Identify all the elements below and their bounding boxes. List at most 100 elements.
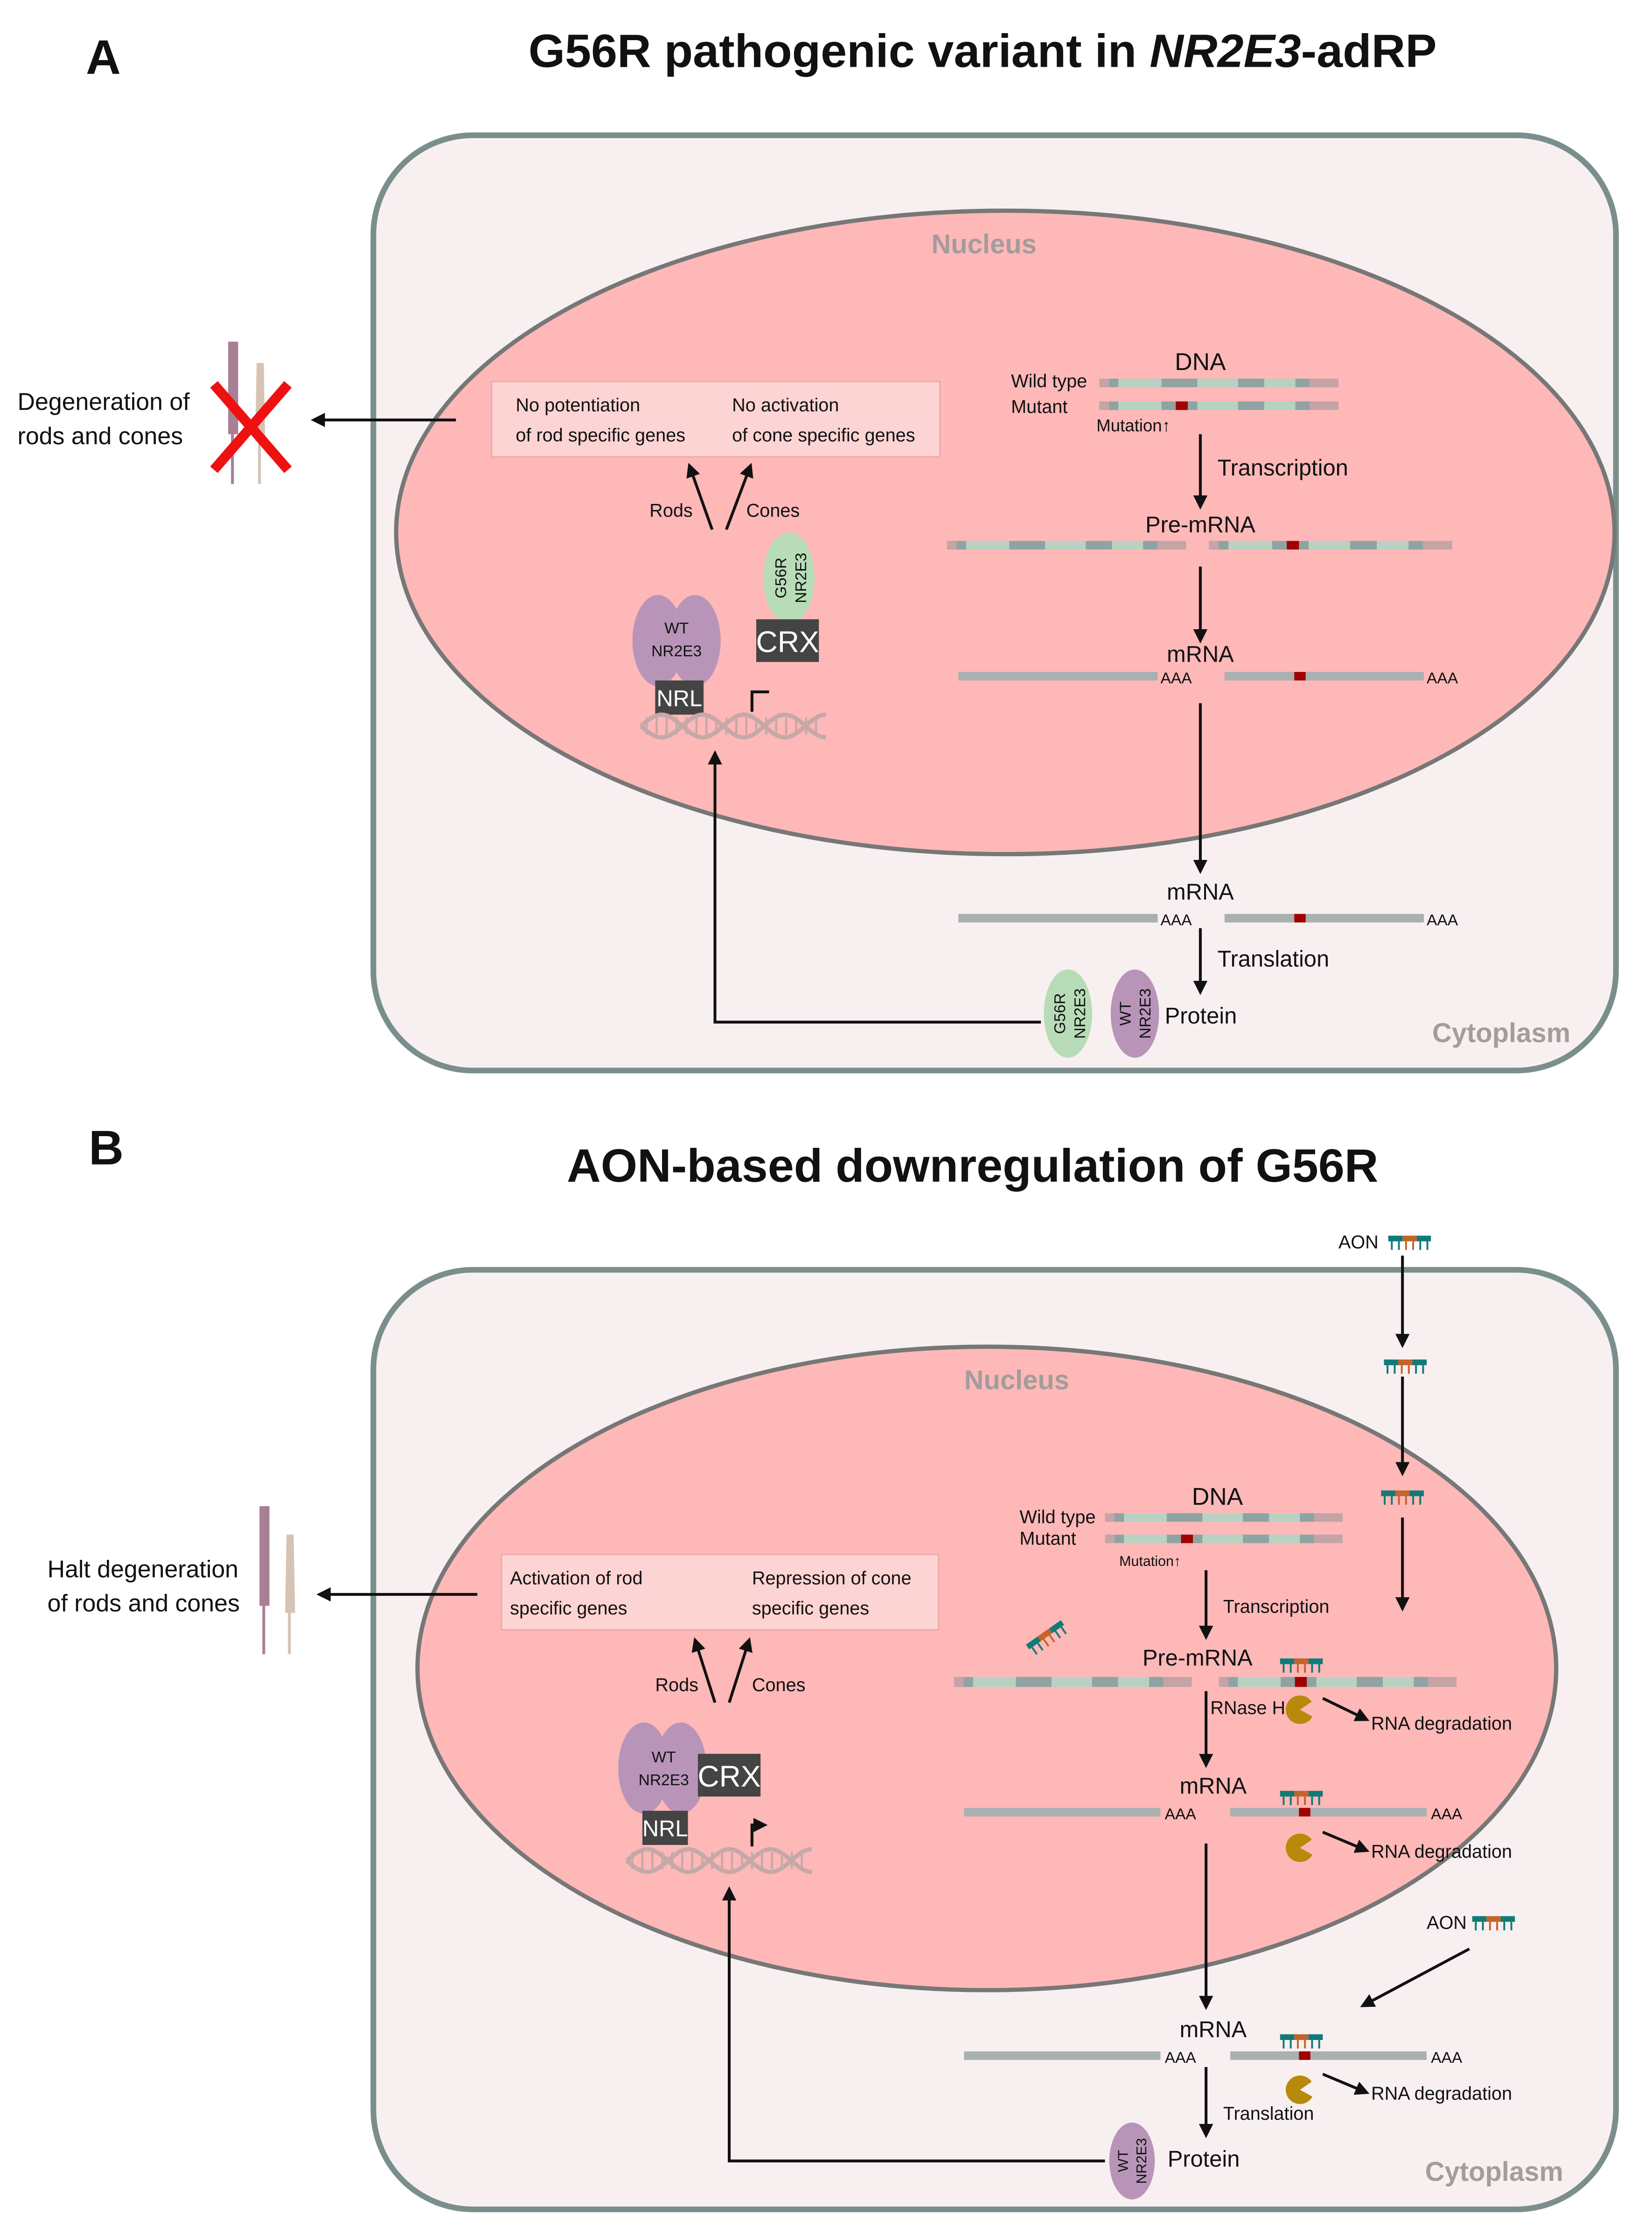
mutation-mark	[1294, 914, 1306, 923]
gene-segment	[973, 1677, 1016, 1687]
gene-segment	[1099, 378, 1109, 387]
gene-segment	[1264, 378, 1296, 387]
aon-base	[1054, 1630, 1061, 1639]
gene-segment	[1124, 1513, 1167, 1522]
gene-segment	[1118, 378, 1162, 387]
svg-text:WT: WT	[1115, 2150, 1131, 2172]
aon-segment	[1472, 1916, 1487, 1922]
gene-segment	[1124, 1534, 1167, 1544]
svg-text:G56R: G56R	[1052, 993, 1069, 1034]
outcome-b-2: of rods and cones	[48, 1590, 240, 1617]
gene-segment	[1357, 1677, 1383, 1687]
polya-b-1: AAA	[1165, 1806, 1197, 1823]
gene-segment	[1099, 401, 1109, 410]
crx-label-b: CRX	[697, 1760, 760, 1793]
pre-mrna-label-a: Pre-mRNA	[1145, 512, 1255, 538]
crx-box-b	[697, 1753, 761, 1797]
gene-segment	[1016, 1677, 1052, 1687]
mrna-wt-strand	[958, 672, 1158, 681]
gene-segment	[954, 1677, 964, 1687]
g56r-protein-cyto-a: G56R NR2E3	[1044, 969, 1093, 1058]
aon-segment	[1402, 1236, 1417, 1242]
mrna-cyto-label-b: mRNA	[1180, 2017, 1247, 2042]
aon-segment	[1280, 1791, 1295, 1797]
aon-free-icon	[1025, 1620, 1067, 1655]
aon-icon	[1381, 1490, 1424, 1505]
aon-base	[1031, 1647, 1038, 1655]
mrna-mutant-strand	[1230, 1808, 1427, 1817]
gene-segment	[1202, 1513, 1243, 1522]
gene-segment	[1300, 1513, 1314, 1522]
gene-segment	[1314, 1513, 1343, 1522]
mutation-mark	[1176, 401, 1188, 410]
rnase-h-label: RNase H	[1210, 1697, 1285, 1718]
polya-a-1: AAA	[1160, 670, 1192, 687]
gene-segment	[1161, 378, 1198, 387]
pre-mrna-mutant-b	[1219, 1677, 1457, 1687]
mrna-cyto-b	[964, 2051, 1427, 2060]
svg-text:WT: WT	[1117, 1001, 1134, 1026]
aon-segment	[1308, 1658, 1323, 1664]
gene-segment	[1243, 1534, 1269, 1544]
aon-segment	[1294, 1791, 1309, 1797]
mutant-label-a: Mutant	[1011, 397, 1067, 417]
promoter-blocked-icon	[750, 690, 769, 712]
aon-segment	[1025, 1636, 1041, 1649]
gene-segment	[1166, 1513, 1203, 1522]
svg-text:NR2E3: NR2E3	[639, 1772, 689, 1789]
aon-segment	[1294, 2034, 1309, 2040]
mrna-mutant-strand	[1230, 2051, 1427, 2060]
arrow-rods-b	[691, 1637, 717, 1703]
aon-segment	[1308, 1791, 1323, 1797]
gene-segment	[1112, 541, 1143, 550]
gene-segment	[1269, 1513, 1300, 1522]
arrow-feedback-b	[722, 1886, 1105, 2163]
gene-segment	[1309, 541, 1350, 550]
gene-segment	[1045, 541, 1086, 550]
aon-bound-icon	[1280, 1658, 1323, 1673]
aon-segment	[1280, 2034, 1295, 2040]
rnase-h-shape	[1285, 1833, 1313, 1862]
aon-segment	[1294, 1658, 1309, 1664]
svg-text:WT: WT	[652, 1749, 676, 1766]
gene-segment	[1310, 401, 1338, 410]
aon-segment	[1416, 1236, 1431, 1242]
gene-segment	[956, 541, 966, 550]
dna-helix-icon	[639, 712, 826, 740]
mutation-mark	[1295, 1677, 1307, 1687]
cytoplasm-label-a: Cytoplasm	[1432, 1018, 1570, 1048]
gene-segment	[1051, 1677, 1092, 1687]
aon-segment	[1395, 1490, 1410, 1496]
gene-segment	[1092, 1677, 1118, 1687]
arrow-rods-a	[686, 462, 714, 530]
gene-segment	[1243, 1513, 1269, 1522]
wt-nr2e3-protein-a: WT NR2E3	[632, 595, 721, 686]
mutant-label-b: Mutant	[1019, 1528, 1076, 1549]
dna-label-b: DNA	[1192, 1483, 1243, 1510]
gene-segment	[1108, 378, 1119, 387]
gene-segment	[1108, 401, 1119, 410]
gene-segment	[1219, 1677, 1228, 1687]
mrna-nuclear-label-b: mRNA	[1180, 1774, 1247, 1799]
gene-segment	[1105, 1534, 1115, 1544]
gene-segment	[1105, 1513, 1115, 1522]
aon-icon	[1384, 1359, 1427, 1374]
dna-label-a: DNA	[1175, 348, 1226, 375]
pre-mrna-wt-b	[954, 1677, 1192, 1687]
gene-segment	[1264, 401, 1296, 410]
aon-segment	[1049, 1620, 1064, 1633]
transcription-label-a: Transcription	[1218, 455, 1348, 481]
gene-segment	[1118, 401, 1162, 410]
protein-label-a: Protein	[1165, 1004, 1237, 1029]
wt-nr2e3-protein-b: WT NR2E3	[618, 1722, 707, 1814]
gene-segment	[1209, 541, 1219, 550]
box-b-left-1: Activation of rod	[510, 1568, 642, 1589]
gene-segment	[1238, 1677, 1281, 1687]
gene-segment	[1157, 541, 1186, 550]
rnase-h-shape	[1285, 1695, 1313, 1724]
polya-b-2: AAA	[1431, 1806, 1463, 1823]
gene-segment	[1428, 1677, 1457, 1687]
rods-label-b: Rods	[655, 1675, 698, 1696]
gene-segment	[1383, 1677, 1414, 1687]
